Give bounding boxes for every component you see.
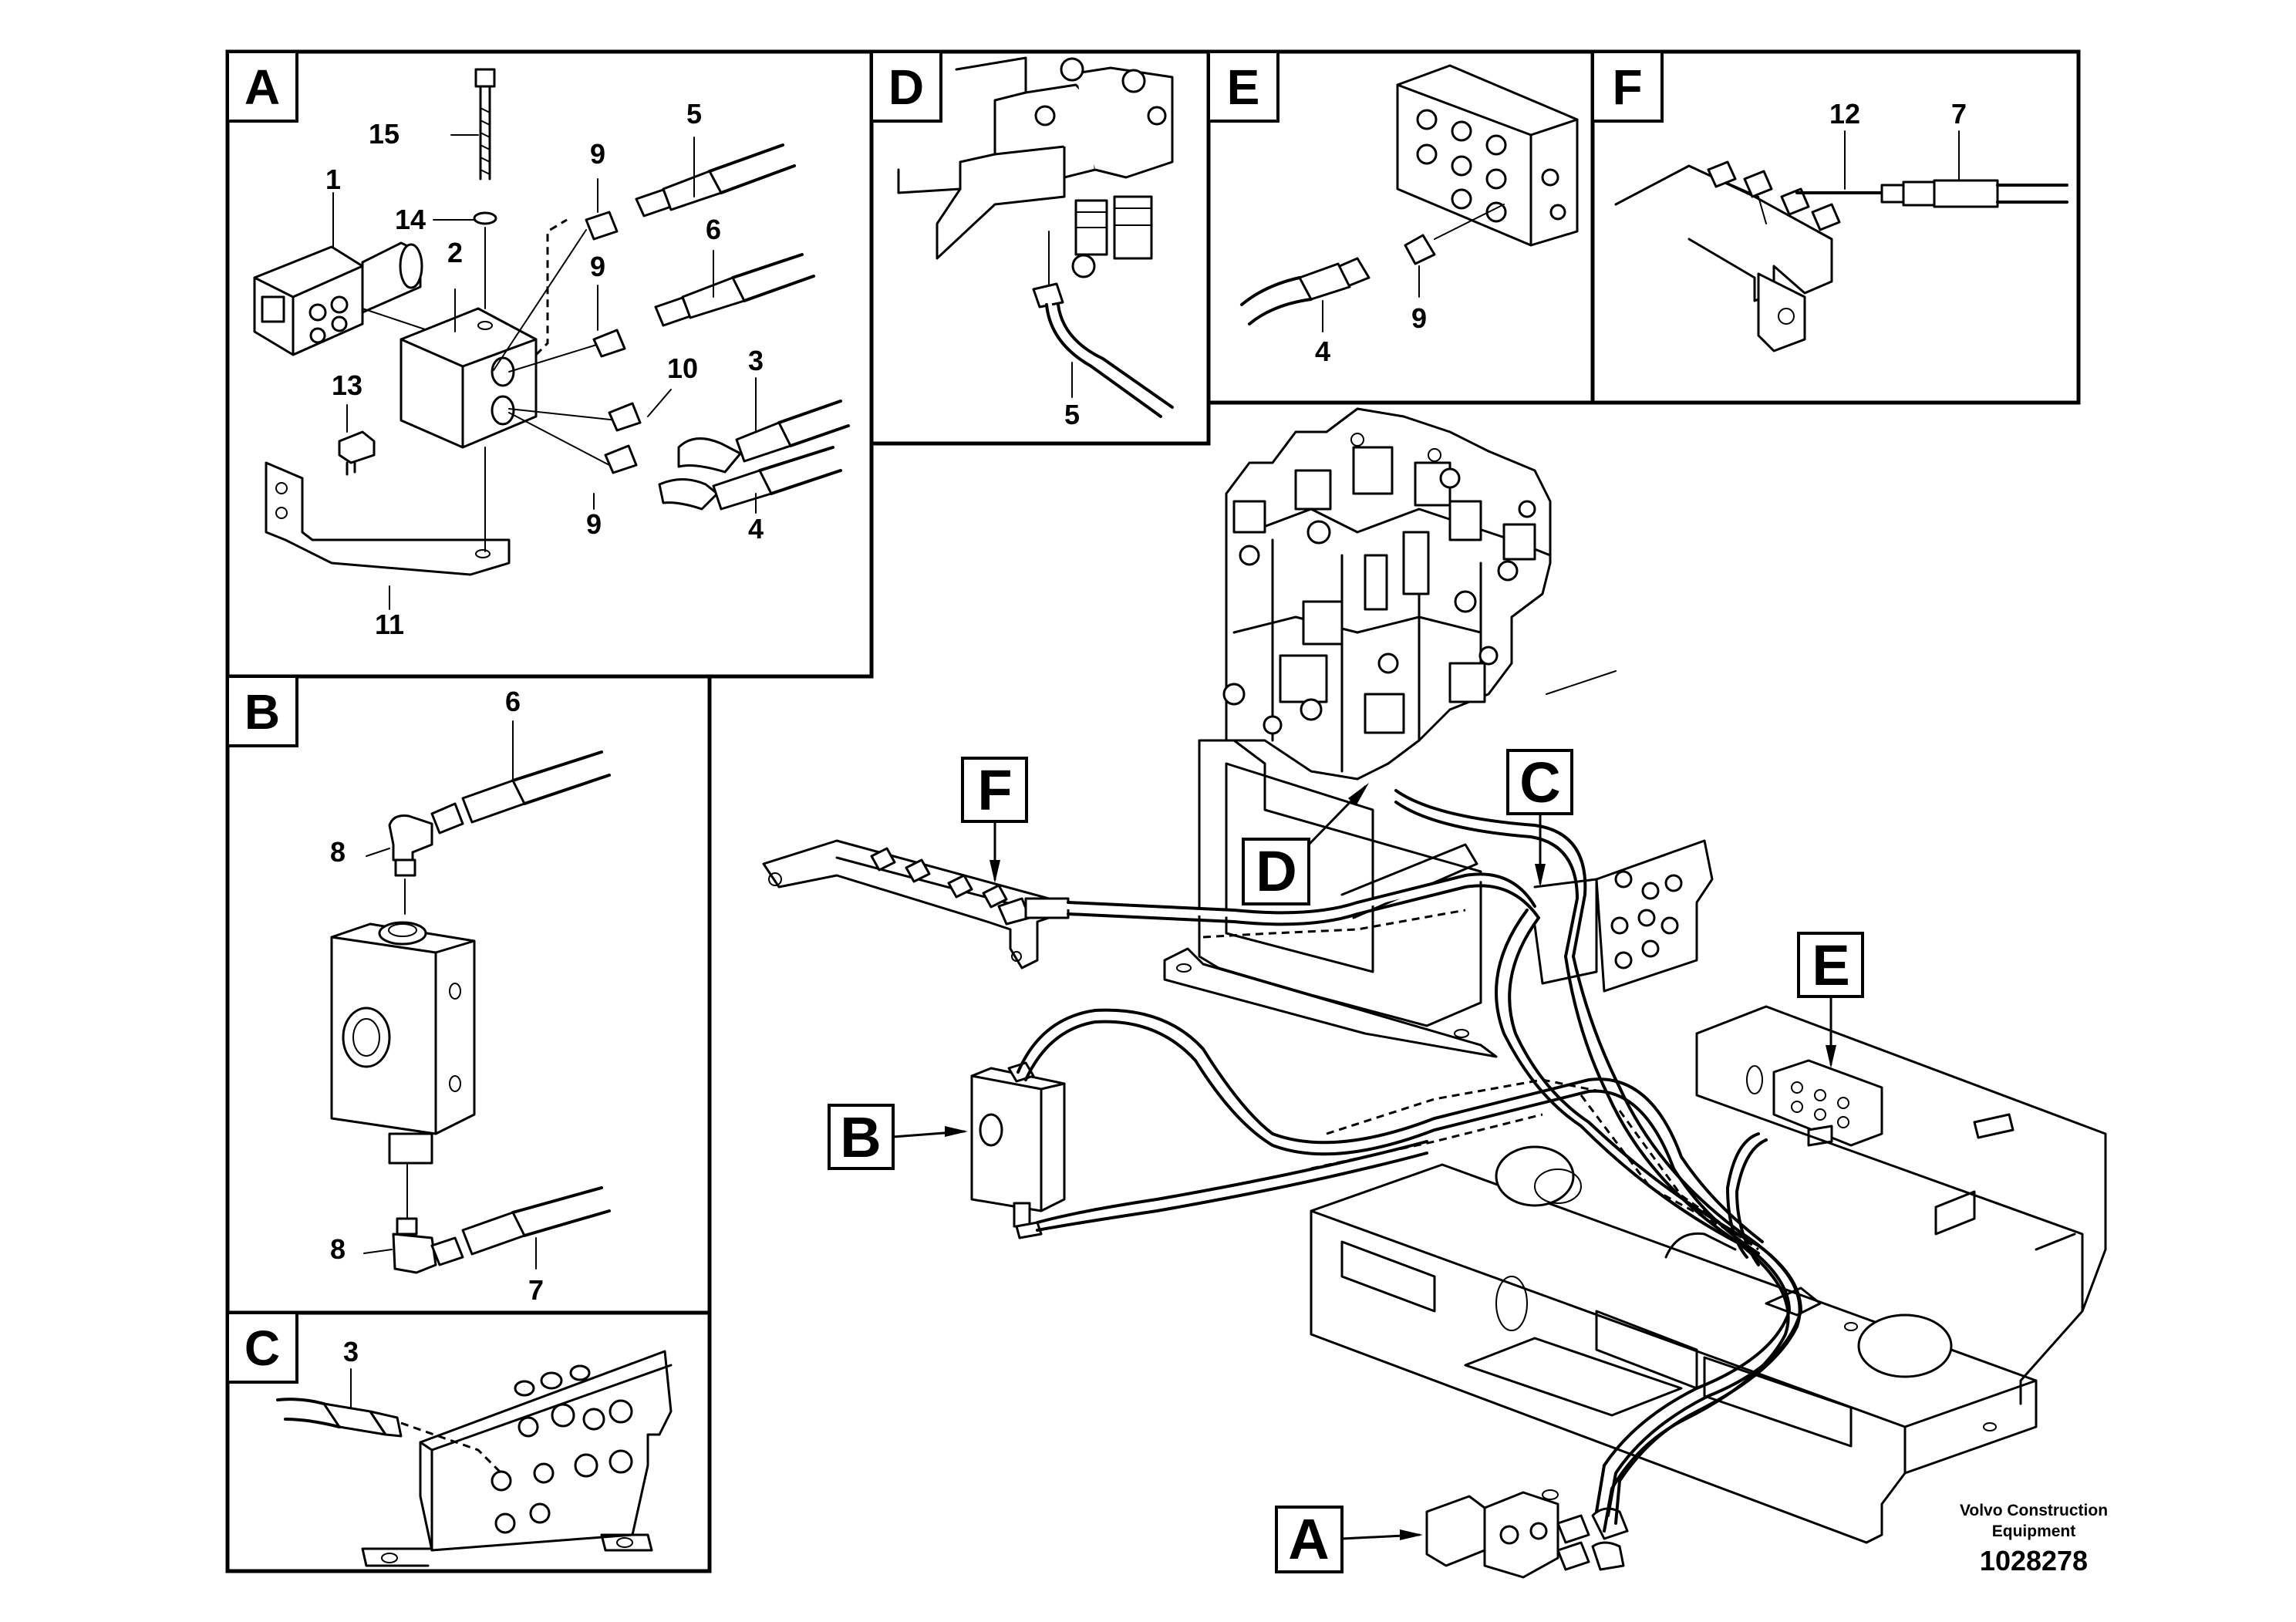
main-callout-f: F — [977, 758, 1012, 822]
callout-9-e: 9 — [1411, 302, 1427, 334]
callout-15: 15 — [369, 118, 400, 150]
callout-8-bottom: 8 — [330, 1233, 346, 1265]
bolt-part — [473, 68, 497, 309]
callout-3: 3 — [748, 345, 764, 376]
panel-b-letter: B — [244, 684, 280, 740]
valve-block-part — [400, 218, 568, 449]
callout-2: 2 — [447, 237, 463, 268]
main-callout-e: E — [1812, 933, 1849, 997]
callout-1: 1 — [325, 164, 341, 195]
panel-f-letter: F — [1612, 59, 1642, 115]
upper-frame — [1695, 1005, 2107, 1405]
brand-label: Volvo Construction Equipment — [1949, 1500, 2119, 1542]
manifold-block — [1772, 1059, 1883, 1147]
pipe-rail — [762, 839, 1070, 969]
callout-10: 10 — [667, 352, 698, 384]
main-callout-d: D — [1256, 839, 1296, 903]
lower-frame — [1310, 1145, 2038, 1544]
port-bracket — [1533, 839, 1714, 993]
callout-9-b: 9 — [590, 251, 605, 282]
main-assembly: F C D E B A — [762, 407, 2107, 1579]
hose-assemblies — [493, 143, 850, 511]
callout-14: 14 — [395, 204, 426, 235]
panel-a-letter: A — [244, 59, 280, 115]
callout-12: 12 — [1829, 98, 1860, 130]
solenoid-assembly — [1425, 1489, 1629, 1579]
callout-7-b: 7 — [528, 1274, 544, 1306]
brand-line-2: Equipment — [1991, 1523, 2076, 1540]
callout-5-d: 5 — [1064, 399, 1080, 430]
callout-5: 5 — [686, 98, 702, 130]
brand-line-1: Volvo Construction — [1959, 1502, 2109, 1519]
screw-part — [338, 430, 376, 476]
callout-6: 6 — [706, 214, 721, 245]
callout-11: 11 — [375, 609, 404, 640]
panel-c-letter: C — [244, 1320, 280, 1376]
panel-d: D 5 — [869, 49, 1211, 446]
fitting-array — [491, 1364, 633, 1534]
panel-c: C 3 — [225, 1310, 712, 1573]
panel-a: A — [225, 49, 874, 679]
callout-9-c: 9 — [586, 508, 602, 540]
main-callout-a: A — [1288, 1507, 1329, 1571]
callout-4: 4 — [748, 513, 764, 545]
panel-f: F 12 7 — [1590, 49, 2081, 405]
bracket-part — [265, 447, 511, 576]
panel-a-leaders — [332, 134, 757, 610]
callout-13: 13 — [332, 369, 362, 401]
panel-d-letter: D — [888, 59, 924, 115]
valve-stand — [1163, 739, 1498, 1058]
panel-e-letter: E — [1227, 59, 1260, 115]
main-callout-b: B — [840, 1105, 881, 1169]
panel-b: B 6 8 8 7 — [225, 674, 712, 1315]
callout-7-f: 7 — [1951, 98, 1967, 130]
control-valve-bank — [1222, 407, 1617, 781]
callout-3-c: 3 — [343, 1336, 359, 1367]
callout-6-b: 6 — [505, 686, 521, 717]
main-callout-c: C — [1519, 750, 1560, 814]
pressure-valve — [970, 1061, 1066, 1239]
callout-9-a: 9 — [590, 138, 605, 170]
solenoid-valve-part — [253, 241, 433, 356]
panel-e: E 9 4 — [1206, 49, 1595, 405]
main-hoses — [1017, 789, 1803, 1533]
main-callouts: F C D E B A — [828, 749, 1864, 1573]
callout-8-top: 8 — [330, 836, 346, 868]
document-number: 1028278 — [1979, 1545, 2089, 1576]
callout-4-e: 4 — [1315, 336, 1330, 367]
